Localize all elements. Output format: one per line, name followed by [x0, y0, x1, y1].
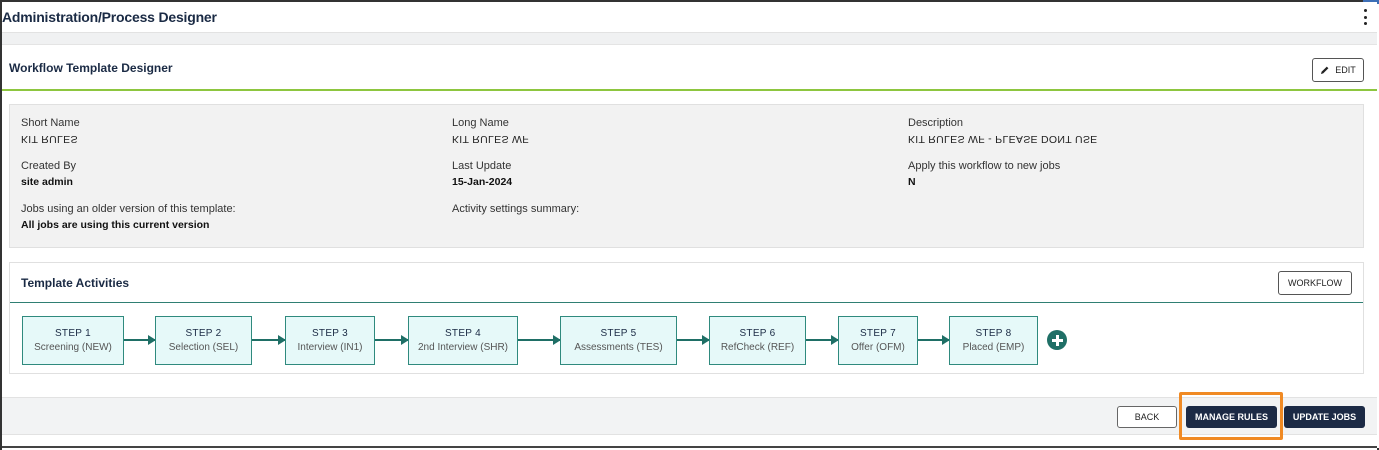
workflow-button[interactable]: WORKFLOW	[1278, 271, 1352, 295]
step-connector-arrow	[375, 335, 409, 345]
step-subtitle: 2nd Interview (SHR)	[417, 342, 509, 353]
activities-header: Template Activities WORKFLOW	[10, 263, 1363, 303]
created-by-field: Created By site admin	[21, 160, 76, 188]
step-8-card[interactable]: STEP 8 Placed (EMP)	[949, 316, 1038, 365]
step-title: STEP 2	[185, 328, 222, 339]
short-name-label: Short Name	[21, 117, 80, 129]
step-5-card[interactable]: STEP 5 Assessments (TES)	[560, 316, 677, 365]
description-value: KIT RULES WF - PLEASE DONT USE	[908, 133, 1098, 145]
step-connector-arrow	[124, 335, 156, 345]
step-title: STEP 3	[311, 328, 349, 339]
card-header: Workflow Template Designer EDIT	[2, 46, 1377, 91]
step-connector-arrow	[518, 335, 561, 345]
step-subtitle: Screening (NEW)	[34, 342, 112, 353]
step-subtitle: Placed (EMP)	[962, 342, 1025, 353]
step-6-card[interactable]: STEP 6 RefCheck (REF)	[709, 316, 806, 365]
template-activities-panel: Template Activities WORKFLOW STEP 1 Scre…	[9, 262, 1364, 374]
step-connector-arrow	[806, 335, 839, 345]
last-update-field: Last Update 15-Jan-2024	[452, 160, 512, 188]
step-title: STEP 4	[444, 328, 482, 339]
step-1-card[interactable]: STEP 1 Screening (NEW)	[22, 316, 124, 365]
back-button[interactable]: BACK	[1117, 406, 1177, 428]
action-footer: BACK MANAGE RULES UPDATE JOBS	[2, 397, 1377, 435]
window-bottom-border	[2, 446, 1377, 450]
created-by-value: site admin	[21, 176, 73, 188]
last-update-label: Last Update	[452, 160, 512, 172]
long-name-label: Long Name	[452, 117, 509, 129]
older-version-field: Jobs using an older version of this temp…	[21, 203, 236, 231]
step-subtitle: Assessments (TES)	[574, 342, 663, 353]
step-title: STEP 7	[859, 328, 897, 339]
more-options-icon[interactable]	[1362, 9, 1368, 25]
short-name-field: Short Name KIT RULES	[21, 117, 80, 145]
card-title: Workflow Template Designer	[9, 60, 173, 75]
page-title: Administration/Process Designer	[2, 9, 217, 25]
step-subtitle: Interview (IN1)	[297, 342, 363, 353]
pencil-icon	[1321, 66, 1329, 74]
step-connector-arrow	[677, 335, 710, 345]
step-subtitle: Offer (OFM)	[851, 342, 905, 353]
template-info-panel: Short Name KIT RULES Long Name KIT RULES…	[9, 104, 1364, 248]
update-jobs-button[interactable]: UPDATE JOBS	[1284, 406, 1365, 428]
header-divider-strip	[2, 33, 1377, 45]
step-subtitle: RefCheck (REF)	[720, 342, 795, 353]
step-title: STEP 1	[54, 328, 92, 339]
apply-to-new-jobs-label: Apply this workflow to new jobs	[908, 160, 1061, 172]
step-title: STEP 5	[600, 328, 637, 339]
long-name-field: Long Name KIT RULES WF	[452, 117, 529, 145]
app-header: Administration/Process Designer	[2, 2, 1377, 33]
created-by-label: Created By	[21, 160, 77, 172]
description-label: Description	[908, 117, 964, 129]
edit-button[interactable]: EDIT	[1312, 58, 1364, 82]
step-connector-arrow	[918, 335, 950, 345]
step-connector-arrow	[252, 335, 286, 345]
step-2-card[interactable]: STEP 2 Selection (SEL)	[155, 316, 252, 365]
description-field: Description KIT RULES WF - PLEASE DONT U…	[908, 117, 1097, 145]
step-4-card[interactable]: STEP 4 2nd Interview (SHR)	[408, 316, 518, 365]
step-subtitle: Selection (SEL)	[168, 342, 239, 353]
apply-to-new-jobs-field: Apply this workflow to new jobs N	[908, 160, 1060, 188]
edit-button-label: EDIT	[1335, 65, 1356, 75]
older-version-label: Jobs using an older version of this temp…	[21, 203, 236, 215]
step-7-card[interactable]: STEP 7 Offer (OFM)	[838, 316, 918, 365]
activity-summary-field: Activity settings summary:	[452, 203, 579, 215]
apply-to-new-jobs-value: N	[908, 176, 916, 188]
step-3-card[interactable]: STEP 3 Interview (IN1)	[285, 316, 375, 365]
step-title: STEP 8	[975, 328, 1012, 339]
manage-rules-button[interactable]: MANAGE RULES	[1186, 406, 1277, 428]
last-update-value: 15-Jan-2024	[452, 176, 513, 188]
long-name-value: KIT RULES WF	[452, 133, 529, 145]
older-version-value: All jobs are using this current version	[21, 219, 210, 231]
step-title: STEP 6	[739, 328, 776, 339]
activities-title: Template Activities	[21, 275, 130, 290]
short-name-value: KIT RULES	[21, 133, 78, 145]
activity-summary-label: Activity settings summary:	[452, 203, 580, 215]
add-step-icon[interactable]	[1047, 330, 1067, 350]
